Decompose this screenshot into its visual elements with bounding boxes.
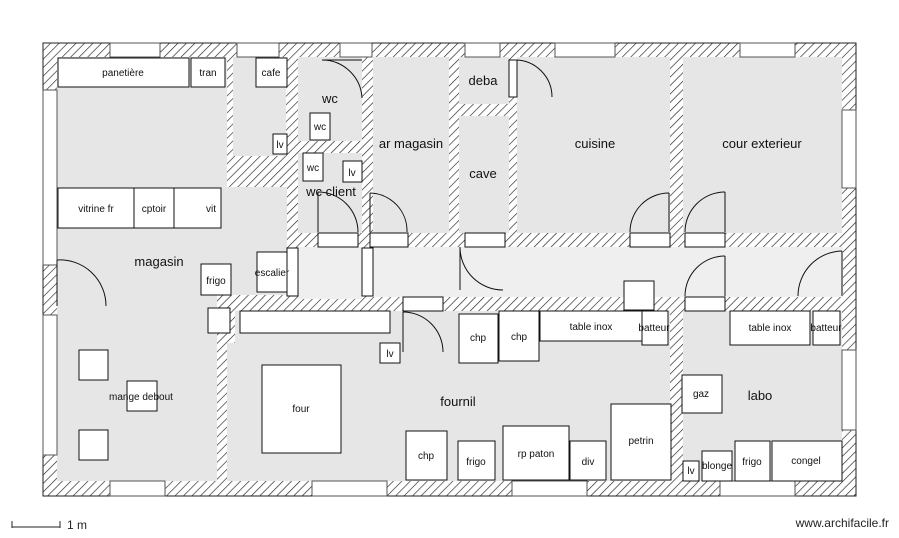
four-label: four [292, 404, 310, 415]
doors [56, 59, 843, 353]
tran-label: tran [199, 68, 216, 79]
cptoir-label: cptoir [142, 204, 167, 215]
frigo-labo-label: frigo [742, 457, 762, 468]
room-fournil-label: fournil [440, 394, 476, 409]
cafe-label: cafe [262, 68, 281, 79]
room-wc-client-label: wc client [305, 184, 356, 199]
watermark[interactable]: www.archifacile.fr [795, 516, 889, 530]
congel-label: congel [791, 456, 820, 467]
furniture [57, 57, 843, 482]
batteur-2-label: batteur [810, 323, 842, 334]
room-magasin-label: magasin [134, 254, 183, 269]
wc-client-bowl-label: wc [306, 163, 319, 174]
chp-2-label: chp [511, 332, 528, 343]
mange-debout-label: mange debout [109, 392, 173, 403]
div-label: div [582, 457, 595, 468]
lv-label: lv [276, 140, 283, 151]
petrin-label: petrin [628, 436, 653, 447]
room-wc-label: wc [321, 91, 338, 106]
room-deba-label: deba [469, 73, 499, 88]
room-ar-magasin-label: ar magasin [379, 136, 443, 151]
furniture-labels: panetière tran cafe lv wc wc lv vitrine … [78, 68, 842, 477]
scale-label: 1 m [67, 518, 88, 532]
frigo-fournil-label: frigo [466, 457, 486, 468]
rp-paton-label: rp paton [518, 449, 555, 460]
panetiere-label: panetière [102, 68, 144, 79]
windows [42, 42, 857, 497]
blonge-label: blonge [702, 461, 732, 472]
room-cour-label: cour exterieur [722, 136, 802, 151]
frigo-magasin-label: frigo [206, 276, 226, 287]
room-labo-label: labo [748, 388, 773, 403]
vitrine-label: vitrine fr [78, 204, 114, 215]
scale-bar [11, 521, 61, 528]
room-cave-label: cave [469, 166, 496, 181]
wc-bowl-label: wc [313, 122, 326, 133]
vit-label: vit [206, 204, 216, 215]
batteur-1-label: batteur [638, 323, 670, 334]
lv-fournil-label: lv [386, 349, 393, 360]
lv-labo-label: lv [687, 466, 694, 477]
room-cuisine-label: cuisine [575, 136, 615, 151]
table-inox-2-label: table inox [749, 323, 792, 334]
chp-3-label: chp [418, 451, 435, 462]
chp-1-label: chp [470, 333, 487, 344]
lv-client-label: lv [348, 168, 355, 179]
table-inox-1-label: table inox [570, 322, 613, 333]
gaz-label: gaz [693, 389, 709, 400]
escalier-label: escalier [255, 268, 290, 279]
room-labels: magasin fournil labo cuisine cour exteri… [134, 73, 802, 409]
